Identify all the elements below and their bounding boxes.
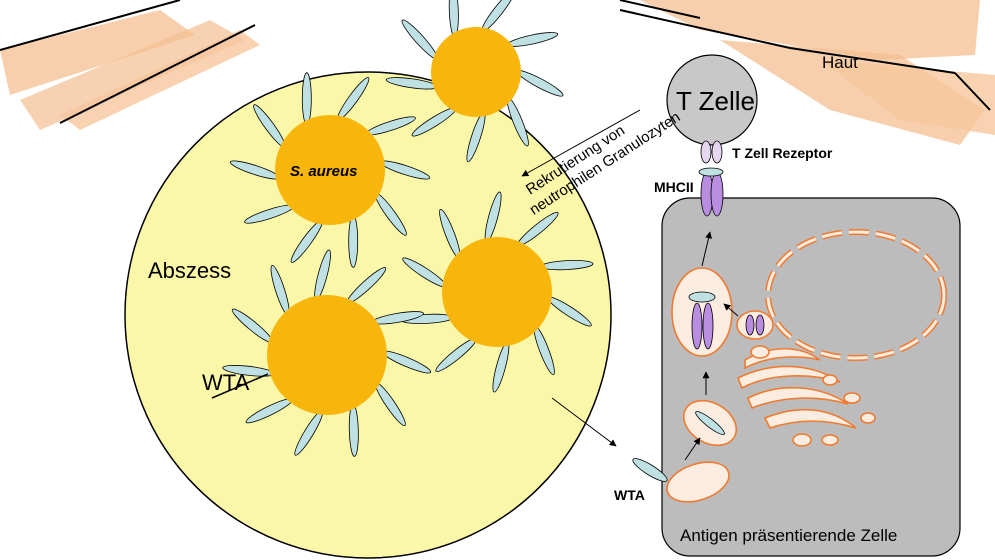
skin-right (619, 0, 995, 145)
bacterium-lower-left (222, 249, 432, 457)
endosome-large (671, 267, 733, 357)
bacteria-group (222, 0, 594, 457)
golgi (736, 345, 876, 447)
t-cell-receptor-label: T Zell Rezeptor (732, 145, 833, 161)
endosome-middle (682, 399, 738, 447)
t-cell-receptor (700, 140, 723, 164)
wta-spike (506, 32, 559, 47)
bacterium-right (400, 191, 594, 393)
skin-label: Haut (822, 53, 858, 72)
wta-spike (301, 72, 312, 126)
recruitment-arrow (521, 109, 641, 177)
bacterium-body (442, 237, 552, 347)
bacterium-body (431, 27, 521, 117)
bacterium-upper-left (229, 72, 431, 268)
bacterium-body (275, 115, 385, 225)
abscess-label: Abszess (148, 258, 231, 283)
endosome-small (736, 310, 774, 340)
bacterium-body (267, 295, 387, 415)
wta-left-pointer (211, 373, 269, 399)
wta-right-label: WTA (614, 487, 645, 503)
mhc-surface (698, 167, 724, 217)
apc-label: Antigen präsentierende Zelle (680, 526, 897, 545)
mhc-label: MHCII (654, 179, 694, 195)
skin-left (0, 0, 260, 130)
wta-spike (348, 214, 359, 268)
t-cell-label: T Zelle (676, 86, 755, 116)
wta-spike (401, 19, 438, 60)
processing-arrows (551, 231, 739, 461)
wta-spike (516, 70, 564, 97)
bacterium-label: S. aureus (290, 163, 358, 180)
wta-molecule (632, 458, 668, 482)
wta-left-label: WTA (202, 370, 250, 395)
t-cell (666, 54, 758, 146)
phagocytic-vesicle (666, 461, 730, 503)
bacterium-top (385, 0, 564, 163)
